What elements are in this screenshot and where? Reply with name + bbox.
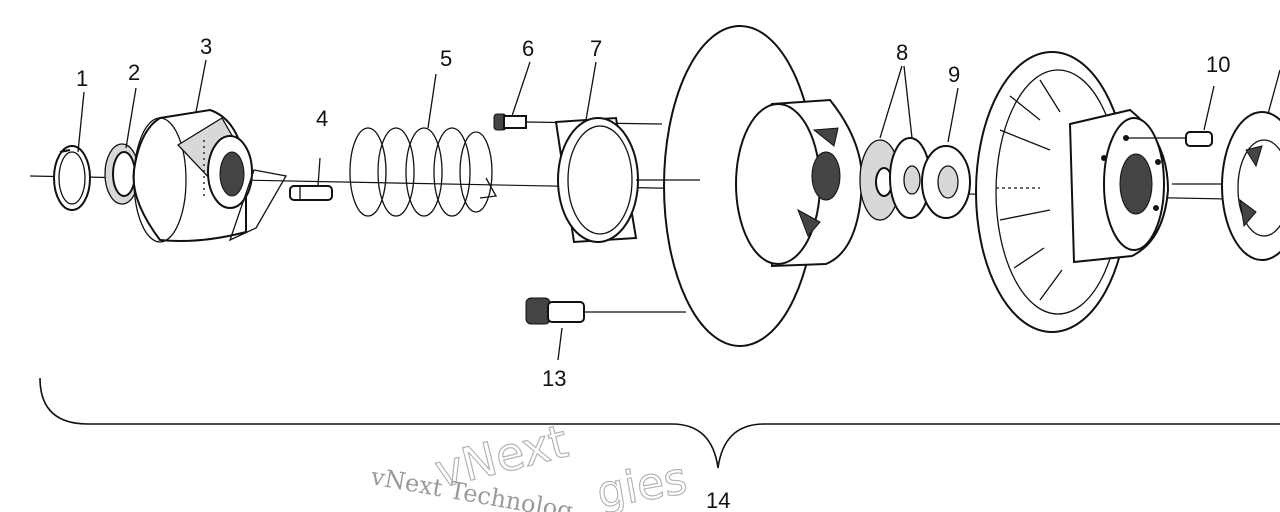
part-2-washer bbox=[104, 143, 140, 205]
fixed-sheave bbox=[975, 51, 1170, 333]
callout-7: 7 bbox=[590, 36, 602, 61]
callout-6: 6 bbox=[522, 36, 534, 61]
callout-10: 10 bbox=[1206, 52, 1230, 77]
callout-13: 13 bbox=[542, 366, 566, 391]
callout-8: 8 bbox=[896, 40, 908, 65]
part-3-spider-cam bbox=[132, 108, 288, 243]
assembly-bracket bbox=[39, 377, 1280, 469]
watermark: vNext vNext Technolog gies bbox=[368, 413, 691, 512]
part-13-bushing bbox=[525, 297, 686, 325]
leader-lines bbox=[77, 59, 597, 361]
callout-3: 3 bbox=[200, 34, 212, 59]
movable-sheave bbox=[636, 25, 864, 347]
watermark-line2: gies bbox=[593, 453, 691, 512]
part-8-washers bbox=[859, 65, 931, 221]
callout-5: 5 bbox=[440, 46, 452, 71]
part-4-pin bbox=[289, 157, 333, 201]
part-7-ring bbox=[554, 116, 639, 244]
callout-9: 9 bbox=[948, 62, 960, 87]
callout-1: 1 bbox=[76, 66, 88, 91]
callout-14: 14 bbox=[706, 488, 730, 512]
callout-4: 4 bbox=[316, 106, 328, 131]
cover-plate bbox=[1172, 69, 1280, 261]
part-9-spacer bbox=[921, 87, 971, 219]
part-5-spring bbox=[349, 127, 498, 217]
callout-2: 2 bbox=[128, 60, 140, 85]
part-10-bolt bbox=[1126, 85, 1215, 147]
part-1-snap-ring bbox=[53, 145, 91, 211]
